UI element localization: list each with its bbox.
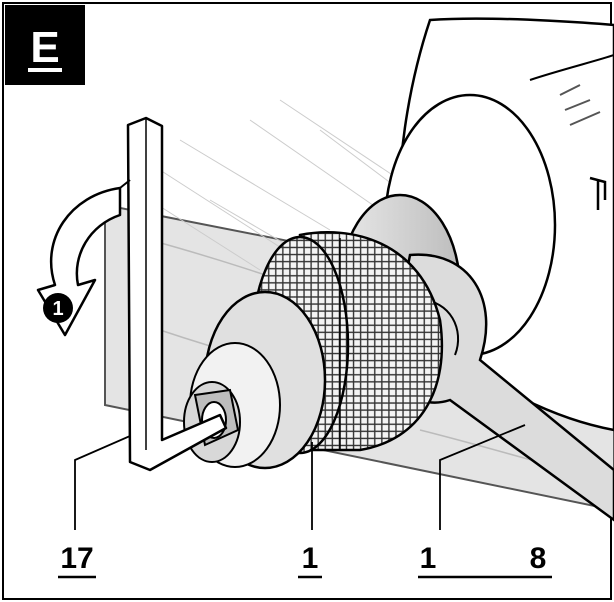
hex-key-icon	[126, 116, 228, 472]
motion-lines	[149, 99, 401, 271]
callout-hex-key: 17	[60, 542, 93, 575]
leader-lines	[74, 424, 526, 530]
callout-chuck: 1	[302, 542, 319, 575]
figure-label: E	[30, 23, 59, 72]
drill-chuck-icon	[183, 231, 444, 470]
step-badge: 1	[43, 293, 73, 323]
figure-label-badge: E	[5, 5, 85, 85]
callout-wrench-a: 1	[420, 542, 437, 575]
callout-wrench-b: 8	[530, 542, 547, 575]
step-number: 1	[52, 298, 63, 320]
